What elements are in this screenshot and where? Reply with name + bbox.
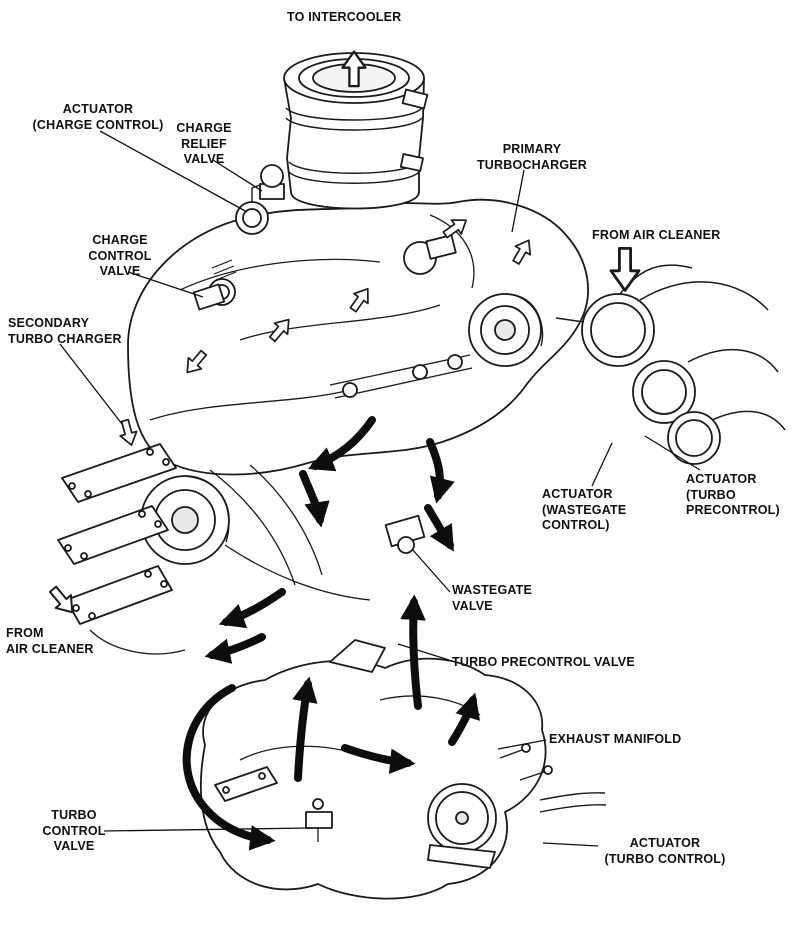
label-turbo-control-valve: TURBO CONTROL VALVE bbox=[42, 808, 106, 854]
label-secondary-turbo-charger: SECONDARY TURBO CHARGER bbox=[8, 316, 122, 346]
leader-primary-turbocharger bbox=[511, 169, 525, 233]
label-wastegate-valve: WASTEGATE VALVE bbox=[452, 583, 533, 613]
label-to-intercooler: TO INTERCOOLER bbox=[287, 10, 402, 24]
leader-actuator-turbo-control bbox=[542, 842, 599, 847]
leader-turbo-precontrol-valve bbox=[397, 643, 450, 661]
leader-actuator-charge-control bbox=[99, 130, 248, 213]
leader-turbo-control-valve bbox=[103, 827, 311, 832]
label-actuator-turbo-control: ACTUATOR (TURBO CONTROL) bbox=[604, 836, 726, 866]
label-from-air-cleaner-right: FROM AIR CLEANER bbox=[592, 228, 721, 242]
actuator-cans bbox=[555, 264, 786, 465]
leader-actuator-turbo-precontrol bbox=[644, 435, 701, 471]
label-primary-turbocharger: PRIMARY TURBOCHARGER bbox=[476, 142, 588, 172]
label-charge-control-valve: CHARGE CONTROL VALVE bbox=[88, 233, 152, 279]
label-exhaust-manifold: EXHAUST MANIFOLD bbox=[549, 732, 682, 746]
wastegate-assembly bbox=[384, 514, 426, 554]
secondary-turbo bbox=[140, 464, 371, 601]
label-actuator-charge-control: ACTUATOR (CHARGE CONTROL) bbox=[32, 102, 164, 132]
primary-turbo bbox=[468, 293, 544, 367]
leader-charge-control-valve bbox=[127, 271, 204, 298]
label-from-air-cleaner-left: FROM AIR CLEANER bbox=[6, 626, 94, 656]
leader-wastegate-valve bbox=[411, 548, 451, 593]
flow-arrows bbox=[182, 416, 480, 851]
exhaust-manifold-block bbox=[199, 639, 607, 900]
label-charge-relief-valve: CHARGE RELIEF VALVE bbox=[176, 121, 232, 167]
leader-exhaust-manifold bbox=[497, 739, 547, 750]
leader-charge-relief-valve bbox=[212, 159, 263, 192]
left-engine-flanges bbox=[57, 443, 186, 655]
leader-lines bbox=[59, 130, 701, 847]
leader-secondary-turbo-charger bbox=[59, 343, 123, 425]
leader-actuator-wastegate-control bbox=[591, 442, 613, 487]
label-actuator-turbo-precontrol: ACTUATOR (TURBO PRECONTROL) bbox=[686, 472, 780, 518]
intake-manifold-plenum bbox=[127, 198, 589, 476]
label-actuator-wastegate-control: ACTUATOR (WASTEGATE CONTROL) bbox=[542, 487, 627, 533]
label-turbo-precontrol-valve: TURBO PRECONTROL VALVE bbox=[452, 655, 635, 669]
